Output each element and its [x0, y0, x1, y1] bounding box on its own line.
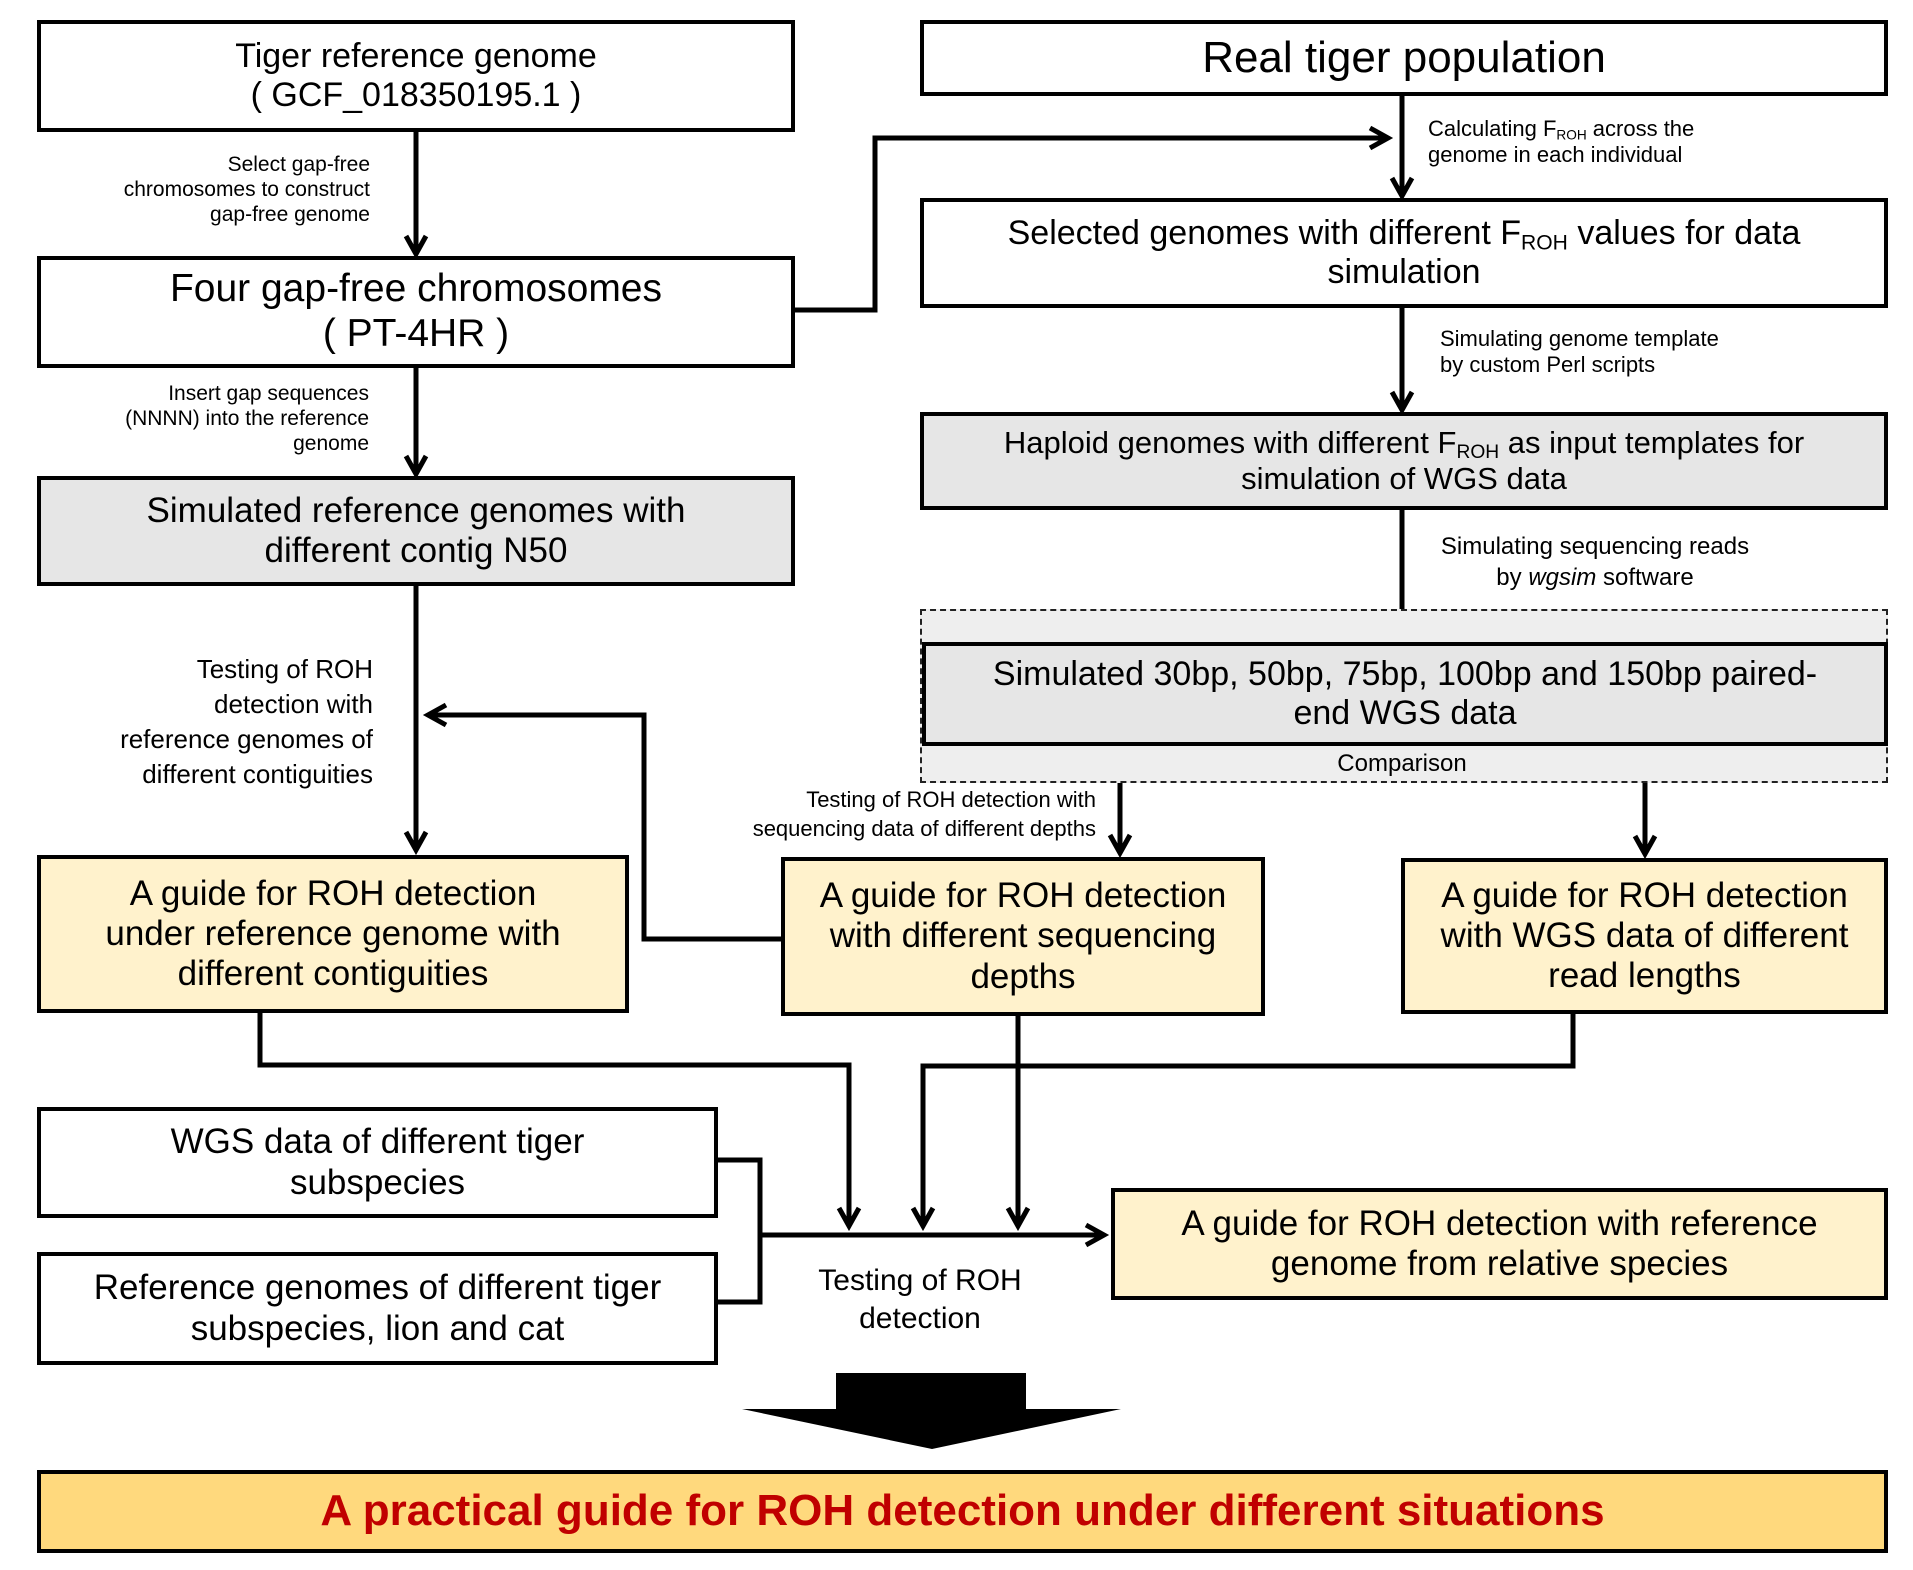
connector-guide1-to-testing [257, 1013, 852, 1226]
box-four-gap-free-line2: ( PT-4HR ) [322, 312, 510, 355]
label-simulating-reads: Simulating sequencing reads by wgsim sof… [1440, 533, 1750, 592]
arrowhead [1107, 833, 1133, 859]
connector-guide-depth-to-left [428, 712, 781, 942]
connector-four-to-population [795, 135, 1388, 313]
arrowhead [910, 1206, 936, 1232]
arrowhead [422, 702, 448, 728]
box-simulated-reference-genomes: Simulated reference genomes with differe… [37, 476, 795, 586]
box-selected-genomes: Selected genomes with different FROH val… [920, 198, 1888, 308]
label-testing-depth: Testing of ROH detection with sequencing… [752, 787, 1096, 841]
label-calculating-froh: Calculating FROH across the genome in ea… [1428, 116, 1695, 168]
arrowhead [403, 454, 429, 480]
box-reference-subspecies: Reference genomes of different tiger sub… [37, 1252, 718, 1365]
box-wgs-subspecies: WGS data of different tiger subspecies [37, 1107, 718, 1218]
box-guide-sequencing-depth: A guide for ROH detection with different… [781, 857, 1265, 1016]
label-testing-contiguity: Testing of ROH detection with reference … [120, 654, 373, 789]
box-simulated-wgs-data: Simulated 30bp, 50bp, 75bp, 100bp and 15… [922, 642, 1888, 746]
arrowhead [1389, 176, 1415, 202]
bracket-inputs [718, 1157, 763, 1305]
arrowhead [1368, 125, 1394, 151]
label-insert-gap: Insert gap sequences (NNNN) into the ref… [125, 382, 369, 456]
big-down-arrow-icon [742, 1373, 1121, 1449]
label-select-gap-free: Select gap-free chromosomes to construct… [123, 153, 370, 227]
arrowhead [1005, 1206, 1031, 1232]
arrowhead [836, 1206, 862, 1232]
arrowhead [1389, 390, 1415, 416]
box-four-gap-free-line1: Four gap-free chromosomes [169, 267, 663, 311]
box-tiger-reference-line1: Tiger reference genome [235, 36, 597, 75]
box-guide-read-length: A guide for ROH detection with WGS data … [1401, 858, 1888, 1014]
box-tiger-reference-genome: Tiger reference genome ( GCF_018350195.1… [37, 20, 795, 132]
box-final-practical-guide: A practical guide for ROH detection unde… [37, 1470, 1888, 1553]
box-guide-relative-species: A guide for ROH detection with reference… [1111, 1188, 1888, 1300]
box-real-tiger-population: Real tiger population [920, 20, 1888, 96]
arrowhead [403, 830, 429, 856]
arrowhead [403, 234, 429, 260]
arrowhead [1084, 1222, 1110, 1248]
label-testing-detection: Testing of ROH detection [818, 1264, 1022, 1335]
box-tiger-reference-line2: ( GCF_018350195.1 ) [250, 76, 582, 114]
box-four-gap-free-chromosomes: Four gap-free chromosomes ( PT-4HR ) [37, 256, 795, 368]
connector-guide3-to-testing [920, 1014, 1576, 1226]
label-simulating-template: Simulating genome template by custom Per… [1440, 326, 1719, 378]
box-guide-contiguity: A guide for ROH detection under referenc… [37, 855, 629, 1013]
box-haploid-genomes: Haploid genomes with different FROH as i… [920, 412, 1888, 510]
label-comparison: Comparison [1337, 750, 1467, 777]
arrowhead [1632, 834, 1658, 860]
